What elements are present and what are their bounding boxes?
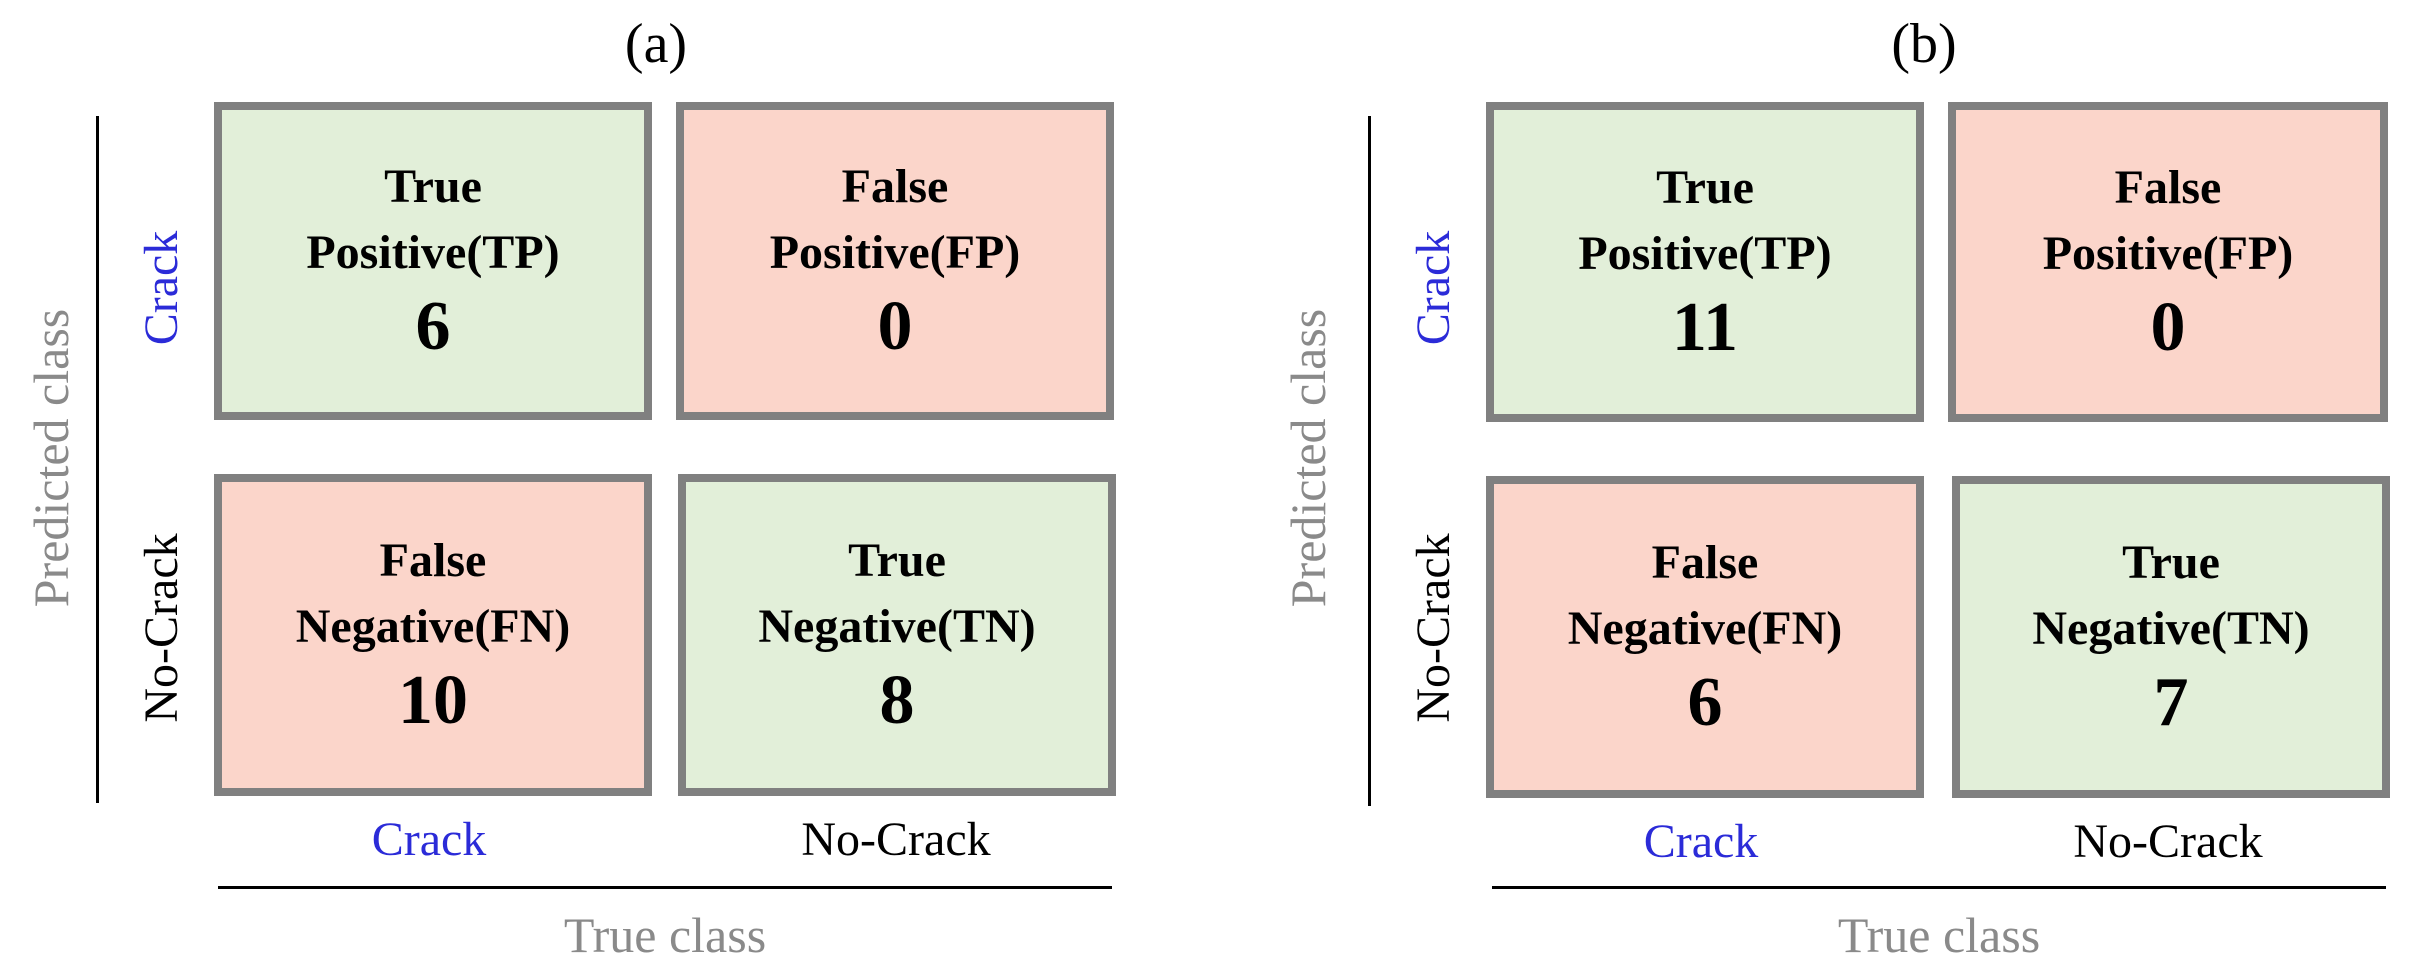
- confusion-matrix-b: (b) Predicted class Crack No-Crack True …: [1272, 0, 2410, 978]
- cell-count: 0: [2150, 289, 2186, 366]
- x-axis-title: True class: [563, 907, 767, 963]
- panel-title: (a): [624, 13, 688, 75]
- y-tick-crack: Crack: [135, 230, 188, 346]
- y-tick-crack: Crack: [1407, 230, 1460, 346]
- x-tick-no-crack: No-Crack: [2073, 815, 2263, 868]
- cell-true-positive: True Positive(TP) 11: [1486, 102, 1924, 422]
- y-axis-line: [1368, 116, 1371, 806]
- y-axis-title: Predicted class: [1280, 308, 1336, 608]
- cell-count: 0: [877, 288, 913, 365]
- cell-false-positive: False Positive(FP) 0: [1948, 102, 2388, 422]
- cell-label: False Negative(FN): [295, 534, 571, 653]
- cell-count: 6: [1687, 664, 1723, 741]
- cell-label: True Positive(TP): [306, 160, 560, 279]
- cell-count: 10: [398, 662, 468, 739]
- cell-true-positive: True Positive(TP) 6: [214, 102, 652, 420]
- cell-count: 7: [2153, 664, 2189, 741]
- cell-count: 11: [1671, 289, 1739, 366]
- cell-label: True Negative(TN): [2032, 536, 2310, 655]
- y-axis-title: Predicted class: [23, 308, 79, 608]
- cell-count: 6: [415, 288, 451, 365]
- x-tick-crack: Crack: [371, 813, 487, 866]
- y-tick-no-crack: No-Crack: [135, 533, 188, 723]
- cell-true-negative: True Negative(TN) 7: [1952, 476, 2390, 798]
- cell-label: True Positive(TP): [1578, 161, 1832, 280]
- y-tick-no-crack: No-Crack: [1407, 533, 1460, 723]
- y-axis-line: [96, 116, 99, 803]
- cell-false-negative: False Negative(FN) 10: [214, 474, 652, 796]
- cell-label: False Negative(FN): [1567, 536, 1843, 655]
- x-axis-title: True class: [1837, 907, 2041, 963]
- cell-label: False Positive(FP): [2042, 161, 2294, 280]
- cell-false-positive: False Positive(FP) 0: [676, 102, 1114, 420]
- cell-false-negative: False Negative(FN) 6: [1486, 476, 1924, 798]
- confusion-matrix-a: (a) Predicted class Crack No-Crack True …: [23, 13, 1116, 963]
- cell-count: 8: [879, 662, 915, 739]
- cell-true-negative: True Negative(TN) 8: [678, 474, 1116, 796]
- cell-label: True Negative(TN): [758, 534, 1036, 653]
- x-tick-no-crack: No-Crack: [801, 813, 991, 866]
- x-axis-line: [1492, 886, 2386, 889]
- cell-label: False Positive(FP): [769, 160, 1021, 279]
- x-tick-crack: Crack: [1643, 815, 1759, 868]
- x-axis-line: [218, 886, 1112, 889]
- panel-title: (b): [1891, 13, 1957, 75]
